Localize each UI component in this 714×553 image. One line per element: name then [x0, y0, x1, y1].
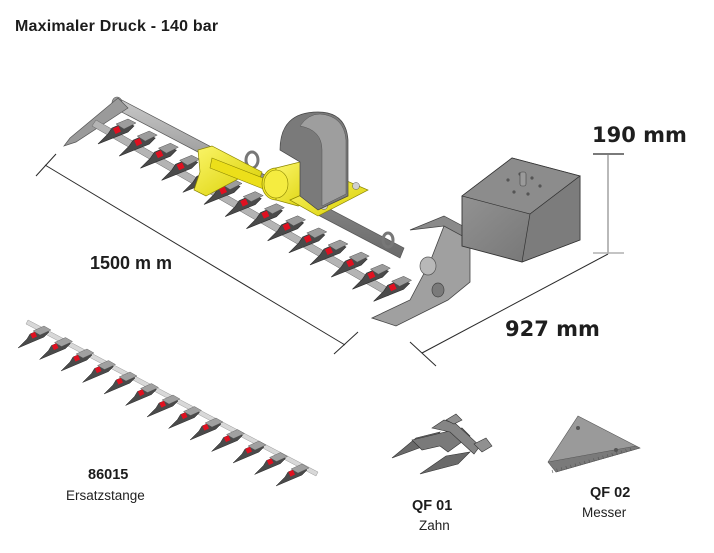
bar-guard-finger — [146, 394, 181, 418]
blade-serration — [579, 462, 581, 466]
knife-bar-drawing — [17, 319, 319, 487]
blade-serration — [629, 447, 632, 451]
blade-serration — [551, 469, 554, 474]
bar-guard-finger — [232, 440, 267, 464]
bar-guard-finger — [60, 348, 95, 372]
height-dimension-label: 190 mm — [592, 123, 687, 147]
bar-guard-finger — [189, 417, 224, 441]
length-dimension-label: 1500 m m — [90, 253, 173, 273]
blade-serration — [625, 449, 627, 453]
bar-guard-finger — [254, 452, 288, 475]
mower-guard-tooth-drawing — [391, 413, 493, 475]
blade-serration — [574, 463, 577, 467]
blade-serration — [620, 450, 623, 454]
part-description-qf02: Messer — [582, 505, 627, 520]
blade-serration — [606, 454, 609, 458]
blade-serration — [570, 464, 572, 468]
page-title: Maximaler Druck - 140 bar — [15, 18, 219, 35]
blade-serration — [593, 458, 595, 462]
section-blade-drawing — [547, 415, 641, 474]
depth-dimension-label: 927 mm — [505, 317, 600, 341]
blade-serration — [616, 451, 618, 455]
bar-guard-finger — [211, 429, 245, 452]
dimension-line-length — [35, 153, 359, 355]
blade-serration — [556, 468, 558, 472]
part-description-qf01: Zahn — [419, 518, 450, 533]
part-code-qf02: QF 02 — [590, 485, 631, 501]
sickle-bar-mower-drawing — [63, 96, 581, 327]
bar-guard-finger — [103, 371, 138, 395]
blade-serration — [588, 459, 591, 463]
blade-serration — [565, 466, 568, 470]
blade-serration — [583, 460, 586, 464]
bar-guard-finger — [39, 337, 73, 360]
bar-guard-finger — [125, 383, 159, 406]
dimension-line-depth — [409, 253, 609, 367]
blade-serration — [560, 467, 563, 471]
bar-guard-finger — [82, 360, 116, 383]
bar-guard-finger — [168, 406, 202, 429]
bar-guard-finger — [17, 325, 52, 349]
part-code-qf01: QF 01 — [412, 498, 453, 514]
blade-serration — [597, 456, 600, 461]
blade-serration — [602, 455, 604, 459]
dimension-line-height — [593, 153, 624, 254]
part-code-86015: 86015 — [88, 467, 129, 483]
blade-serration — [611, 453, 614, 457]
part-description-86015: Ersatzstange — [66, 488, 145, 503]
bar-guard-finger — [275, 463, 310, 487]
